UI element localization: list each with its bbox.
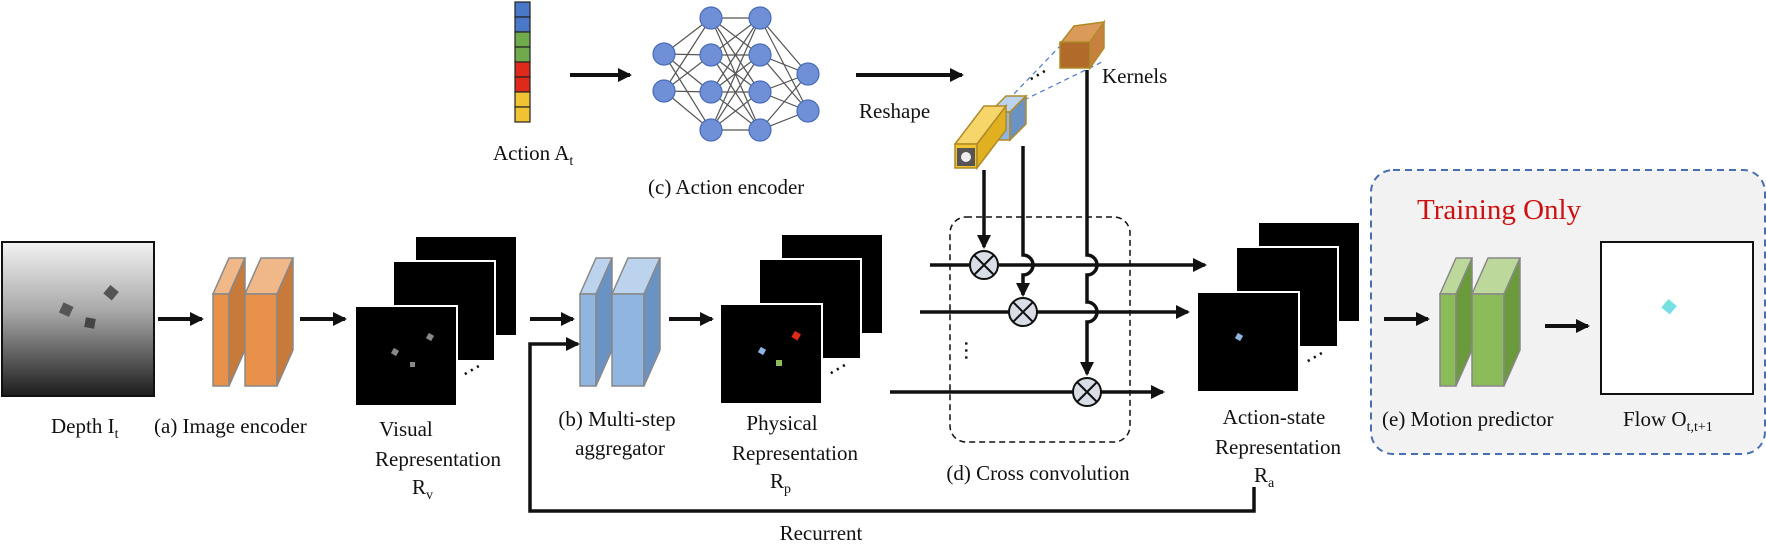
kernels-label: Kernels	[1102, 64, 1167, 88]
action-input-label: Action At	[493, 141, 573, 169]
cross-conv-region	[949, 216, 1131, 443]
network-edge	[710, 54, 761, 131]
image-encoder-block	[211, 257, 295, 387]
action-vector-cell	[514, 91, 531, 108]
action-state-rep-line2: Representation	[1215, 435, 1341, 459]
physical-rep-symbol: Rp	[770, 469, 791, 497]
depth-image	[1, 241, 155, 397]
action-state-rep-symbol: Ra	[1254, 463, 1275, 491]
physical-rep-line1: Physical	[746, 411, 817, 435]
action-encoder-edges	[663, 17, 809, 131]
network-edge	[710, 17, 761, 93]
network-node	[699, 80, 723, 104]
flow-output-label: Flow Ot,t+1	[1623, 407, 1713, 435]
action-encoder-label: (c) Action encoder	[648, 175, 804, 199]
action-state-representation-stack	[1196, 221, 1361, 393]
network-node	[748, 118, 772, 142]
aggregator-label-line1: (b) Multi-step	[558, 407, 675, 431]
cross-conv-label: (d) Cross convolution	[946, 461, 1130, 485]
network-edge	[759, 17, 809, 75]
network-edge	[759, 73, 809, 131]
action-state-rep-line1: Action-state	[1223, 405, 1326, 429]
network-node	[699, 43, 723, 67]
network-node	[748, 43, 772, 67]
action-vector-cell	[514, 16, 531, 33]
network-edge	[663, 17, 712, 92]
action-vector-cell	[514, 46, 531, 63]
cross-conv-ellipsis: ⋯	[955, 340, 979, 361]
network-node	[748, 6, 772, 30]
motion-predictor-block	[1438, 257, 1522, 387]
network-node	[796, 62, 820, 86]
network-node	[699, 118, 723, 142]
motion-predictor-label: (e) Motion predictor	[1382, 407, 1553, 431]
flow-output	[1600, 241, 1754, 395]
depth-input-label: Depth It	[51, 414, 119, 442]
training-only-label: Training Only	[1417, 194, 1582, 226]
visual-rep-symbol: Rv	[412, 475, 433, 503]
action-encoder-network	[652, 6, 820, 142]
aggregator-block	[578, 257, 662, 387]
network-node	[652, 42, 676, 66]
network-edge	[710, 17, 761, 131]
action-vector-cell	[514, 1, 531, 18]
network-node	[796, 99, 820, 123]
visual-representation-stack	[354, 235, 518, 407]
action-vector-cell	[514, 76, 531, 93]
action-vector-cell	[514, 31, 531, 48]
aggregator-label-line2: aggregator	[575, 436, 665, 460]
kernel-drop-3	[1080, 70, 1099, 376]
arrow-recurrent	[528, 337, 1256, 513]
action-vector-cell	[514, 61, 531, 78]
network-node	[748, 80, 772, 104]
action-vector	[514, 1, 531, 123]
visual-rep-line1: Visual	[379, 417, 433, 441]
network-node	[699, 6, 723, 30]
kernels-ellipsis: ⋯	[1023, 59, 1053, 90]
convolution-operator-1	[969, 250, 999, 280]
image-encoder-label: (a) Image encoder	[154, 414, 307, 438]
convolution-operator-2	[1008, 297, 1038, 327]
kernels-group	[953, 19, 1106, 171]
recurrent-label: Recurrent	[780, 521, 863, 545]
physical-representation-stack	[719, 233, 884, 405]
network-node	[652, 79, 676, 103]
kernel-drop-2	[1016, 146, 1035, 297]
convolution-operator-3	[1072, 377, 1102, 407]
action-vector-cell	[514, 106, 531, 123]
reshape-label: Reshape	[859, 99, 930, 123]
physical-rep-line2: Representation	[732, 441, 858, 465]
visual-rep-line2: Representation	[375, 447, 501, 471]
